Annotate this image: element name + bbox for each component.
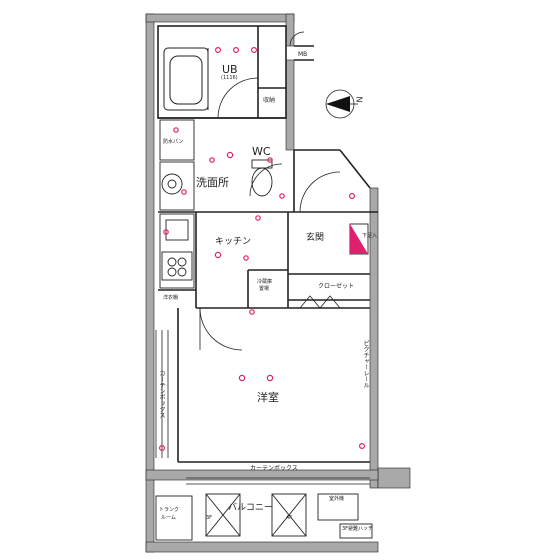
label-closet: クローゼット	[318, 283, 355, 290]
window-west	[155, 330, 169, 458]
door-swings	[199, 31, 341, 351]
label-kitchen: キッチン	[215, 237, 252, 247]
label-shoes: 下足入	[362, 233, 378, 239]
window-south	[186, 477, 370, 485]
washroom-fixtures	[159, 119, 273, 211]
label-ub: UB	[222, 63, 238, 76]
label-trunk-room-2: ルーム	[161, 515, 176, 521]
electrical-markers	[159, 46, 366, 452]
label-storage: 収納	[263, 97, 276, 104]
label-wc: WC	[252, 145, 271, 158]
label-mb: MB	[298, 51, 308, 58]
label-wardrobe: 洋衣棚	[163, 295, 179, 301]
balcony-units	[155, 493, 373, 541]
label-western-room: 洋室	[257, 391, 279, 404]
compass-north-label: N	[354, 96, 364, 103]
label-balcony: バルコニー	[228, 503, 273, 513]
label-curtain-box-left: カーテンボックス	[158, 370, 165, 418]
label-fridge-1: 冷蔵庫	[257, 279, 273, 285]
label-washer-pan: 防水パン	[163, 139, 184, 145]
label-drain-pipe: 3F避難ハッチ	[342, 526, 374, 532]
kitchen-fixtures	[159, 213, 195, 289]
label-outdoor-unit: 室外機	[329, 496, 345, 502]
label-trunk-room-1: トランク	[159, 507, 180, 513]
outer-walls	[145, 13, 411, 553]
label-ub-size: (1116)	[221, 75, 238, 81]
label-curtain-box-right: ピクチャーレール	[362, 340, 369, 388]
label-3f: 3F	[206, 515, 213, 521]
label-curtain-box-bottom: カーテンボックス	[250, 465, 298, 472]
unit-bath	[163, 47, 209, 111]
label-fridge-2: 置場	[259, 286, 270, 292]
label-washroom: 洗面所	[196, 176, 229, 189]
closet-doors	[299, 295, 341, 309]
compass-icon	[325, 89, 358, 119]
label-4f: 4F	[286, 515, 293, 521]
label-entrance: 玄関	[306, 233, 325, 243]
shoe-storage	[349, 223, 369, 255]
